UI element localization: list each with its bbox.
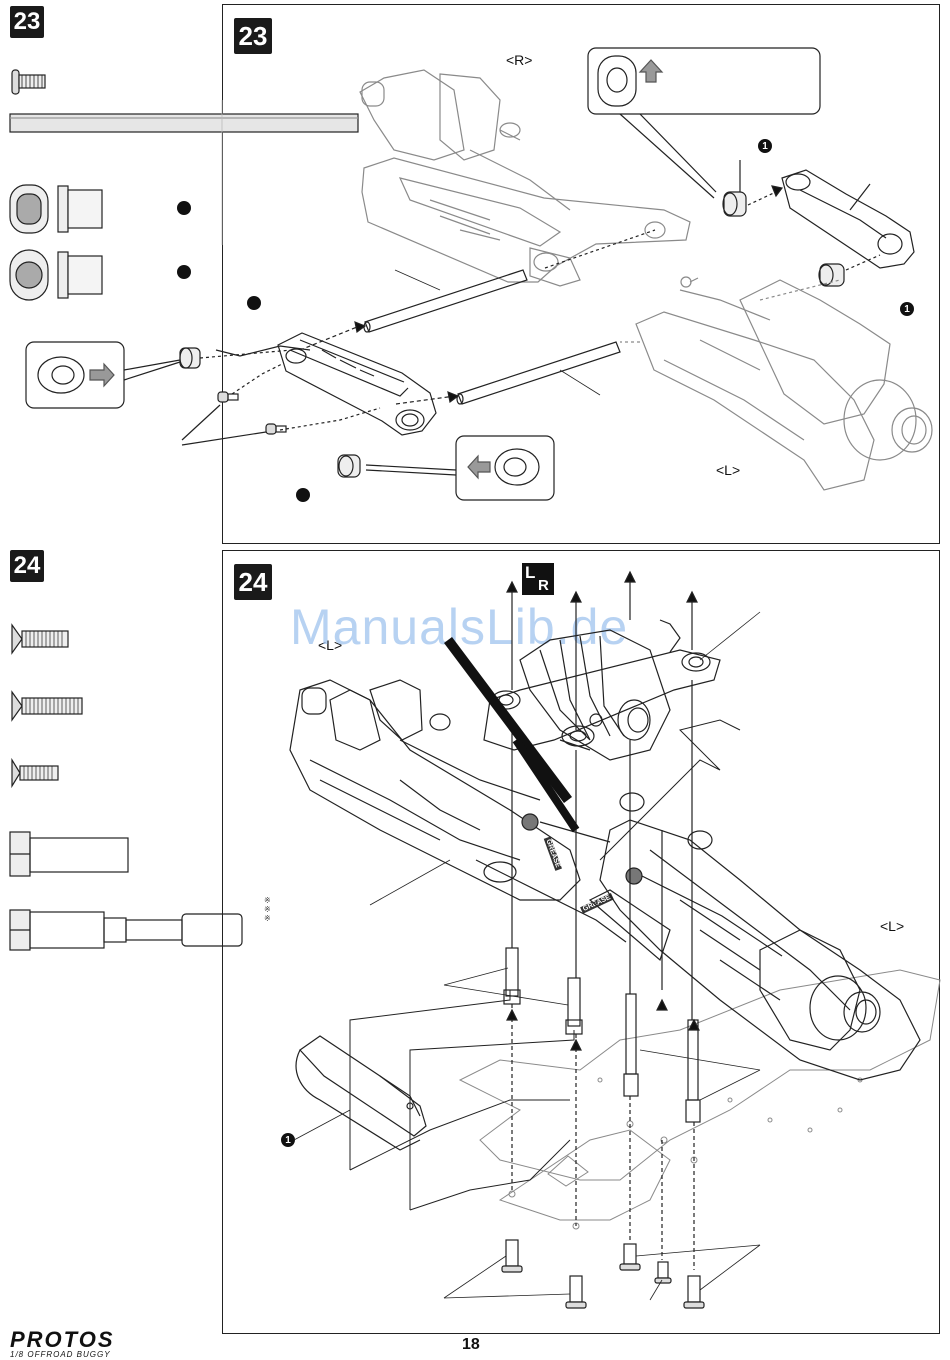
- callout-top: [588, 48, 820, 114]
- hex-post-short-icon: [10, 832, 128, 876]
- button-head-screw-icon: [12, 70, 45, 94]
- differential-housing: [520, 620, 680, 760]
- routing-lines: [350, 720, 740, 1210]
- small-bushings: [180, 192, 844, 477]
- countersunk-screw-long-icon: [12, 625, 68, 653]
- upper-right-hinge-block: [740, 160, 914, 270]
- hex-post-long-icon: [10, 910, 242, 950]
- brand-logo: PROTOS 1/8 OFFROAD BUGGY: [10, 1330, 115, 1359]
- skid-guard: [296, 1036, 426, 1150]
- countersunk-screw-short-icon: [12, 760, 58, 786]
- hinge-pin-shafts: [300, 230, 655, 404]
- shaft-icon: [10, 114, 358, 132]
- leader-lines: [294, 612, 760, 1300]
- bushing-b-icon: [10, 250, 102, 300]
- bushing-a-icon: [10, 185, 102, 233]
- countersunk-screw-xlong-icon: [12, 692, 82, 720]
- page-number: 18: [462, 1336, 480, 1354]
- rear-left-arm: [620, 277, 932, 490]
- bottom-screws: [502, 1240, 704, 1308]
